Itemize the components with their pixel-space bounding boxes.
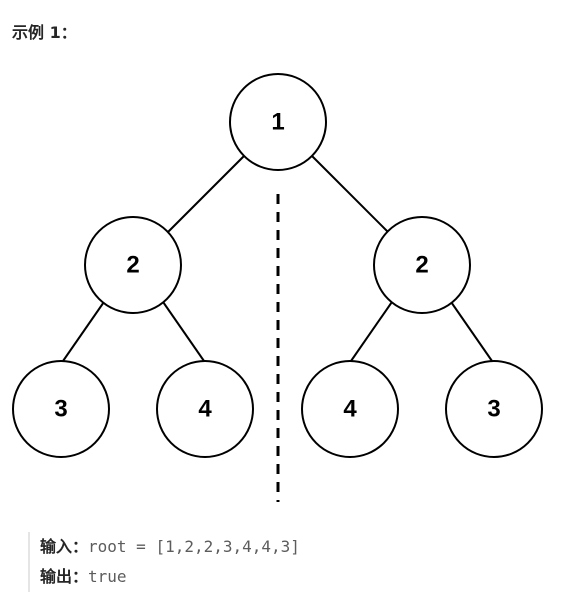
edge-root-right: [309, 153, 390, 234]
output-value: true: [88, 567, 127, 586]
edge-left-leftleft: [62, 298, 107, 362]
node-right-left: 4: [301, 360, 399, 458]
input-value: root = [1,2,2,3,4,4,3]: [88, 537, 300, 556]
edge-left-leftright: [160, 298, 205, 362]
node-right-left-value: 4: [343, 395, 357, 422]
input-label: 输入：: [40, 537, 89, 556]
node-left-left-value: 3: [54, 395, 67, 422]
node-right-value: 2: [415, 251, 428, 278]
example-heading: 示例 1：: [12, 23, 77, 42]
node-left-value: 2: [126, 251, 139, 278]
node-left-left: 3: [12, 360, 110, 458]
node-root-value: 1: [271, 108, 284, 135]
node-right: 2: [373, 216, 471, 314]
edge-right-rightright: [448, 298, 493, 362]
output-line: 输出：true: [40, 562, 440, 592]
node-left-right: 4: [156, 360, 254, 458]
symmetric-tree-diagram: 1 2 2 3 4 4 3: [12, 73, 543, 502]
node-left: 2: [84, 216, 182, 314]
example-io-block: 输入：root = [1,2,2,3,4,4,3] 输出：true: [28, 532, 440, 592]
node-root: 1: [229, 73, 327, 171]
edge-right-rightleft: [350, 298, 395, 362]
input-line: 输入：root = [1,2,2,3,4,4,3]: [40, 532, 440, 562]
edge-root-left: [166, 153, 247, 234]
node-right-right-value: 3: [487, 395, 500, 422]
node-right-right: 3: [445, 360, 543, 458]
node-left-right-value: 4: [198, 395, 212, 422]
output-label: 输出：: [40, 567, 89, 586]
